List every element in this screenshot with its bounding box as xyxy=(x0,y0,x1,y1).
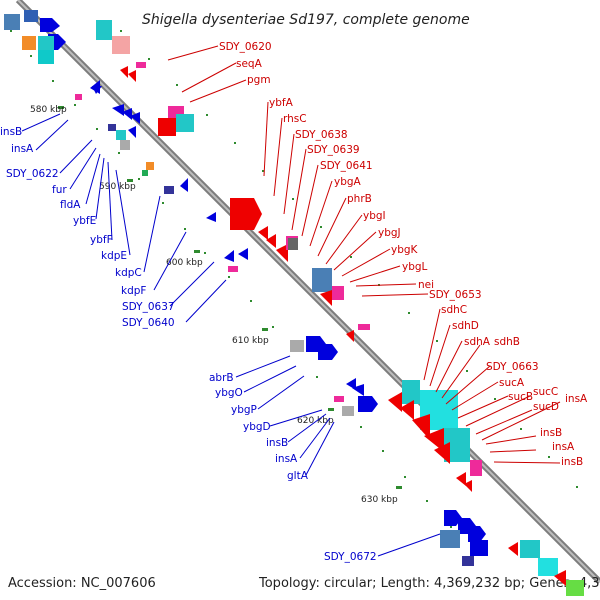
gene-label: sdhA xyxy=(464,336,491,348)
gene-label: kdpE xyxy=(101,250,127,262)
gene-label: ybgO xyxy=(215,387,243,399)
kbp-label: 590 kbp xyxy=(99,182,136,192)
gene-label: SDY_0637 xyxy=(122,301,175,313)
gene-label: fldA xyxy=(60,199,81,211)
gene-label: insB xyxy=(0,126,22,138)
map-title: Shigella dysenteriae Sd197, complete gen… xyxy=(142,12,470,28)
gene-labels-red: SDY_0620 seqA pgm ybfA rhsC SDY_0638 SDY… xyxy=(219,41,588,468)
gene-label: insA xyxy=(275,453,298,465)
gene-label: pgm xyxy=(247,74,271,86)
gene-glyphs-red xyxy=(96,20,584,596)
gene-label: ybgD xyxy=(243,421,271,433)
gene-label: SDY_0672 xyxy=(324,551,377,563)
gene-label: insB xyxy=(561,456,583,468)
gene-label: sucB xyxy=(508,391,533,403)
gene-label: phrB xyxy=(347,193,372,205)
gene-label: insB xyxy=(266,437,288,449)
kbp-label: 610 kbp xyxy=(232,336,269,346)
gene-label: ybfF xyxy=(90,234,113,246)
kbp-label: 630 kbp xyxy=(361,495,398,505)
gene-label: abrB xyxy=(209,372,234,384)
gene-label: sdhB xyxy=(494,336,520,348)
gene-label: ybfE xyxy=(73,215,96,227)
accession-text: Accession: NC_007606 xyxy=(8,576,156,591)
gene-label: ybfA xyxy=(269,97,294,109)
gene-label: gltA xyxy=(287,470,309,482)
kbp-label: 580 kbp xyxy=(30,105,67,115)
gene-label: nei xyxy=(418,279,434,291)
gene-label: insB xyxy=(540,427,562,439)
gene-label: SDY_0620 xyxy=(219,41,272,53)
gene-label: sdhD xyxy=(452,320,479,332)
leader-lines-red xyxy=(167,45,561,464)
gene-label: ybgA xyxy=(334,176,362,188)
gene-label: insA xyxy=(11,143,34,155)
gene-label: ybgI xyxy=(363,210,386,222)
gene-label: SDY_0653 xyxy=(429,289,482,301)
gene-label: insA xyxy=(565,393,588,405)
gene-label: sucD xyxy=(533,401,559,413)
gene-label: seqA xyxy=(236,58,263,70)
gene-label: ybgJ xyxy=(378,227,401,239)
gene-labels-blue: insB insA SDY_0622 fur fldA ybfE ybfF kd… xyxy=(0,126,377,563)
gene-label: ybgP xyxy=(231,404,257,416)
gene-label: sucC xyxy=(533,386,558,398)
genome-backbone-highlight xyxy=(17,0,600,583)
gene-label: SDY_0638 xyxy=(295,129,348,141)
gene-label: SDY_0663 xyxy=(486,361,539,373)
kbp-label: 620 kbp xyxy=(297,416,334,426)
gene-label: sdhC xyxy=(441,304,467,316)
gene-label: SDY_0639 xyxy=(307,144,360,156)
gene-glyphs-blue xyxy=(4,10,488,566)
gene-label: SDY_0640 xyxy=(122,317,175,329)
gene-label: SDY_0622 xyxy=(6,168,59,180)
gene-label: fur xyxy=(52,184,67,196)
gene-label: SDY_0641 xyxy=(320,160,373,172)
gene-label: insA xyxy=(552,441,575,453)
topology-text: Topology: circular; Length: 4,369,232 bp… xyxy=(258,576,600,591)
leader-lines-blue xyxy=(21,113,441,557)
gene-label: ybgK xyxy=(391,244,419,256)
gene-label: rhsC xyxy=(283,113,307,125)
gene-label: ybgL xyxy=(402,261,428,273)
kbp-ticks xyxy=(58,106,402,489)
gene-label: sucA xyxy=(499,377,525,389)
gene-label: kdpC xyxy=(115,267,142,279)
gene-label: kdpF xyxy=(121,285,146,297)
kbp-label: 600 kbp xyxy=(166,258,203,268)
